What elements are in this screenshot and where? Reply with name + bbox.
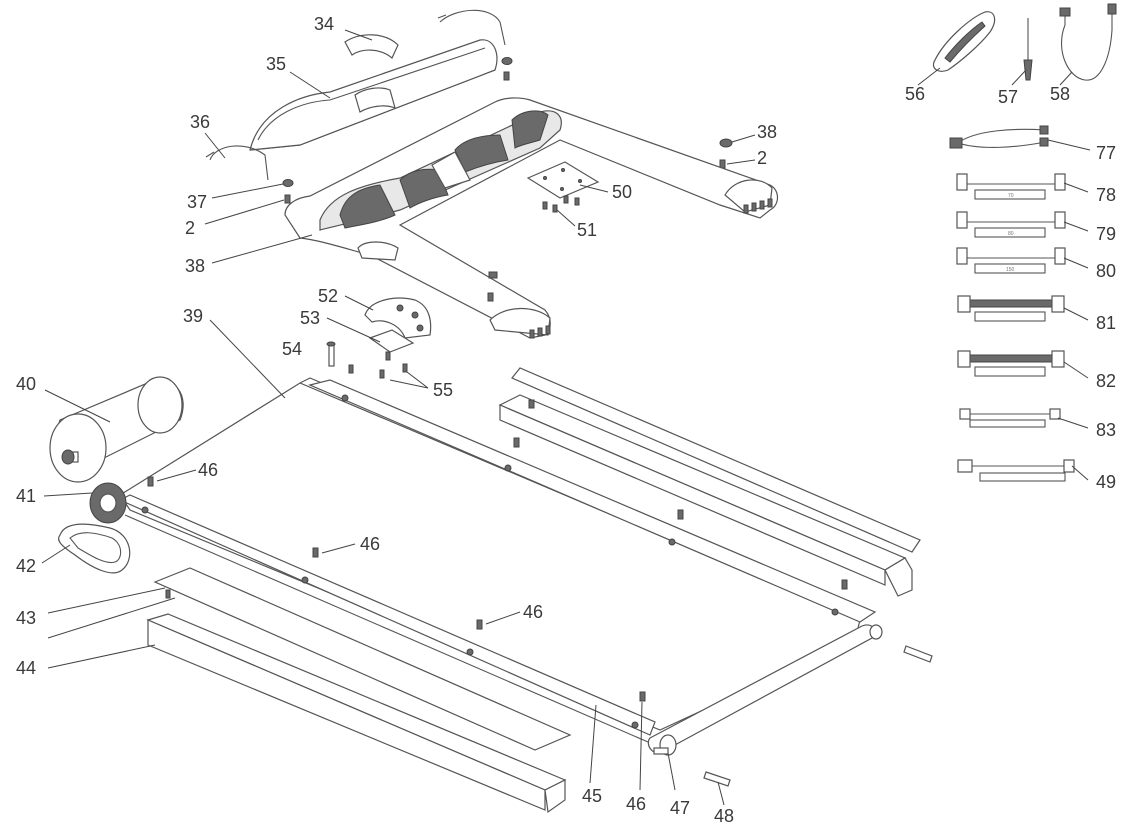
deck-screws <box>147 437 848 702</box>
perforated-top-cover <box>249 39 498 151</box>
right-side-cover <box>498 367 921 597</box>
callout-55: 55 <box>433 380 453 400</box>
callout-labels: 34 35 36 37 2 38 38 2 50 51 52 53 54 55 … <box>16 14 1116 826</box>
side-plate <box>153 567 572 751</box>
callout-81: 81 <box>1096 313 1116 333</box>
cable-78: 70 <box>956 173 1066 200</box>
leader-lines <box>41 29 1091 806</box>
cable-79: 80 <box>956 211 1066 238</box>
cable-dim-80: 150 <box>1006 267 1015 273</box>
callout-46-d: 46 <box>626 794 646 814</box>
callout-2-right: 2 <box>757 148 767 168</box>
callout-45: 45 <box>582 786 602 806</box>
callout-78: 78 <box>1096 185 1116 205</box>
callout-46-c: 46 <box>523 602 543 622</box>
cable-dim-78: 70 <box>1008 193 1014 199</box>
retaining-clip-left <box>205 145 269 181</box>
height-bracket <box>364 297 432 339</box>
roller-bolt <box>903 645 933 663</box>
small-screws <box>348 351 408 379</box>
callout-36: 36 <box>190 112 210 132</box>
callout-39: 39 <box>183 306 203 326</box>
callout-80: 80 <box>1096 261 1116 281</box>
remote-control <box>932 11 996 72</box>
callout-82: 82 <box>1096 371 1116 391</box>
cable-77 <box>949 125 1049 149</box>
callout-41: 41 <box>16 486 36 506</box>
callout-47: 47 <box>670 798 690 818</box>
drive-belt <box>57 523 131 574</box>
callout-42: 42 <box>16 556 36 576</box>
cable-80: 150 <box>956 247 1066 274</box>
callout-34: 34 <box>314 14 334 34</box>
callout-43: 43 <box>16 608 36 628</box>
callout-46-b: 46 <box>360 534 380 554</box>
callout-40: 40 <box>16 374 36 394</box>
callout-56: 56 <box>905 84 925 104</box>
cable-49 <box>957 459 1075 482</box>
callout-48: 48 <box>714 806 734 826</box>
callout-38-left: 38 <box>185 256 205 276</box>
callout-77: 77 <box>1096 143 1116 163</box>
bracket-plate <box>368 329 415 353</box>
callout-79: 79 <box>1096 224 1116 244</box>
callout-37: 37 <box>187 192 207 212</box>
drive-motor <box>49 376 184 483</box>
retaining-clip-right <box>437 9 506 46</box>
callout-44: 44 <box>16 658 36 678</box>
front-pulley <box>89 482 127 524</box>
callout-57: 57 <box>998 87 1018 107</box>
callout-53: 53 <box>300 308 320 328</box>
console-frame <box>284 97 779 339</box>
cable-81 <box>957 295 1065 322</box>
cable-82 <box>957 350 1065 377</box>
fastener-nut <box>282 57 733 204</box>
mounting-plate <box>526 161 600 199</box>
callout-83: 83 <box>1096 420 1116 440</box>
plate-screws <box>542 195 580 213</box>
callout-50: 50 <box>612 182 632 202</box>
callout-51: 51 <box>577 220 597 240</box>
callout-46-a: 46 <box>198 460 218 480</box>
callout-54: 54 <box>282 339 302 359</box>
power-cord <box>1059 3 1117 81</box>
callout-38-right: 38 <box>757 122 777 142</box>
side-rail-cover <box>146 613 567 814</box>
long-bolt <box>326 341 336 367</box>
callout-35: 35 <box>266 54 286 74</box>
callout-49: 49 <box>1096 472 1116 492</box>
callout-58: 58 <box>1050 84 1070 104</box>
roller-bolt-48 <box>703 771 731 787</box>
callout-2-left: 2 <box>185 218 195 238</box>
callout-52: 52 <box>318 286 338 306</box>
end-cap <box>344 34 399 59</box>
cable-83 <box>959 408 1061 428</box>
safety-key <box>1023 18 1033 81</box>
cable-dim-79: 80 <box>1008 231 1014 237</box>
deck-frame <box>118 377 877 743</box>
